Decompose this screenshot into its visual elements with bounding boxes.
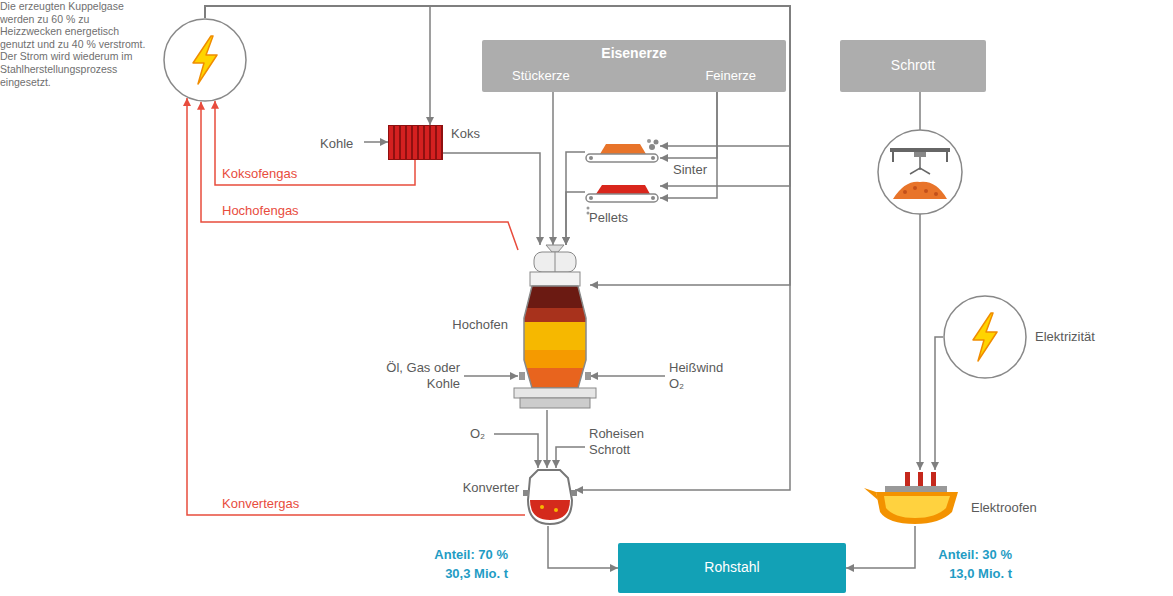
flow-line — [660, 92, 717, 198]
flow-line — [556, 447, 585, 468]
box-title: Schrott — [840, 57, 986, 75]
scrap-box: Schrott — [840, 40, 986, 92]
sinter-plant: Sinter — [585, 140, 660, 164]
box-title: Rohstahl — [618, 559, 846, 577]
flow-line — [548, 526, 618, 568]
power-plant-circle: Die erzeugten Kuppelgase werden zu 60 % … — [163, 18, 247, 102]
circle-outline — [163, 18, 247, 102]
input-label: O₂ — [466, 424, 494, 444]
circle-outline — [164, 19, 246, 101]
coke-oven: Koks — [388, 125, 443, 160]
gas-line — [187, 98, 525, 515]
flow-line — [205, 6, 790, 146]
amount-label: 30,3 Mio. t — [420, 566, 508, 582]
note-text: Die erzeugten Kuppelgase werden zu 60 % … — [0, 0, 150, 88]
flow-line — [205, 6, 790, 186]
gas-label: Koksofengas — [220, 166, 299, 182]
flow-line — [205, 6, 790, 285]
node-text: Heißwind O₂ — [669, 360, 731, 393]
crude-steel-box: Rohstahl — [618, 543, 846, 593]
flow-line — [364, 141, 388, 143]
input-label: Heißwind O₂ — [665, 358, 735, 395]
node-text: Roheisen Schrott — [589, 426, 651, 459]
input-label: Öl, Gas oder Kohle — [382, 358, 464, 395]
flow-line — [935, 337, 943, 470]
furnace-label: Hochofen — [428, 317, 508, 333]
blast-furnace — [514, 245, 596, 408]
flow-line — [205, 6, 430, 125]
flow-line — [566, 192, 585, 245]
node-text: O₂ — [470, 426, 490, 442]
flow-line — [443, 153, 540, 245]
flow-line — [494, 434, 538, 468]
electric-furnace: Elektroofen — [875, 470, 960, 526]
node-text: Öl, Gas oder Kohle — [386, 360, 460, 393]
pellet-plant: Pellets — [585, 180, 660, 204]
converter: Konverter — [525, 468, 575, 526]
blast-furnace: Hochofen — [518, 245, 590, 410]
electric-furnace — [864, 472, 958, 524]
share-label: Anteil: 30 % — [930, 547, 1012, 563]
circle-outline — [943, 295, 1027, 379]
flow-line — [464, 375, 518, 377]
flow-line — [590, 375, 665, 377]
sinter-belt — [586, 139, 659, 162]
gas-line — [215, 101, 415, 185]
ore-box: EisenerzeStückerze Feinerze — [482, 40, 786, 92]
flow-line — [846, 526, 915, 568]
electricity-circle: Elektrizität — [943, 295, 1027, 379]
furnace-label: Elektroofen — [971, 500, 1037, 516]
share-label: Anteil: 70 % — [420, 547, 508, 563]
converter-label: Konverter — [441, 480, 519, 496]
flow-line — [205, 6, 790, 490]
sinter-label: Sinter — [673, 162, 707, 178]
ore-type: Stückerze — [512, 68, 570, 84]
converter-vessel — [523, 470, 577, 524]
lightning-symbol — [973, 313, 997, 361]
gas-label: Hochofengas — [220, 203, 301, 219]
pellet-label: Pellets — [589, 210, 628, 226]
gas-label: Konvertergas — [220, 496, 301, 512]
lightning-symbol — [193, 36, 217, 84]
scrap-crane — [878, 130, 962, 214]
coke-label: Koks — [451, 126, 480, 142]
circle-outline — [944, 296, 1026, 378]
input-label: Roheisen Schrott — [585, 424, 655, 461]
flow-line — [546, 410, 548, 468]
ore-type: Feinerze — [705, 68, 756, 84]
node-text: Kohle — [320, 136, 360, 152]
input-label: Kohle — [316, 134, 364, 154]
electricity-label: Elektrizität — [1035, 329, 1095, 345]
amount-label: 13,0 Mio. t — [930, 566, 1012, 582]
box-title: Eisenerze — [482, 45, 786, 63]
flow-line — [566, 152, 585, 245]
flow-line — [660, 92, 717, 158]
flow-line — [552, 92, 554, 245]
gas-line — [201, 102, 518, 250]
